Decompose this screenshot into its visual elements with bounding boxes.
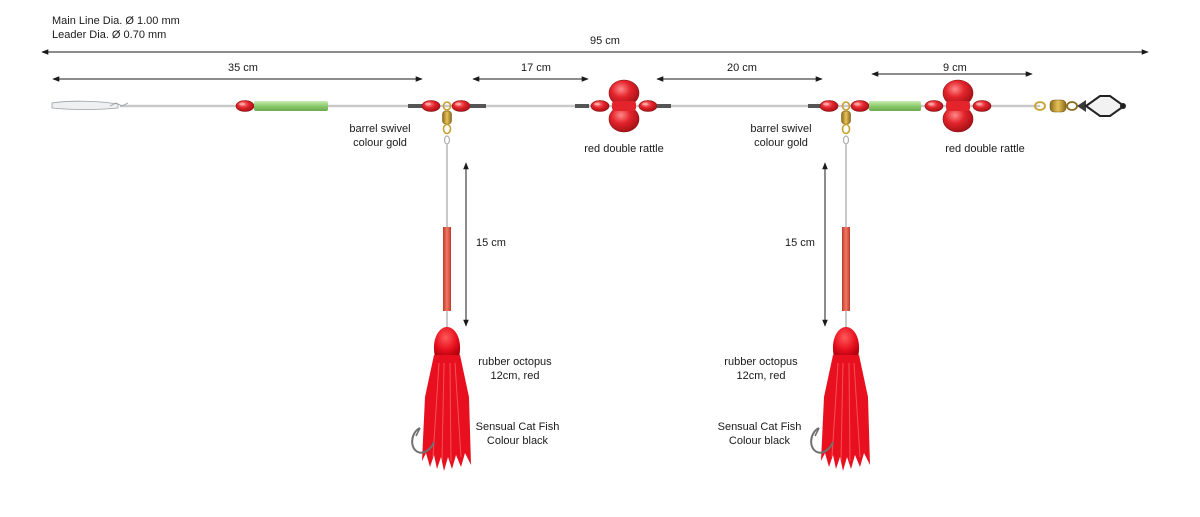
double-rattle-right — [925, 80, 991, 132]
hook-right-icon — [810, 427, 834, 454]
sleeve-1 — [408, 104, 424, 108]
bead-2 — [421, 100, 441, 112]
green-tube-left — [254, 101, 328, 111]
measure-9: 9 cm — [943, 62, 967, 74]
red-tube-right — [842, 227, 850, 311]
label-rattle-left: red double rattle — [584, 143, 664, 155]
snap-clip — [1084, 95, 1126, 117]
sleeve-5 — [808, 104, 822, 108]
green-tube-right — [869, 101, 921, 111]
red-tube-left — [443, 227, 451, 311]
needle-connector — [51, 100, 119, 110]
measure-35: 35 cm — [228, 62, 258, 74]
double-rattle-left — [591, 80, 657, 132]
bead-5 — [850, 100, 870, 112]
barrel-swivel-right — [840, 101, 852, 145]
bead-3 — [451, 100, 471, 112]
bead-1 — [235, 100, 255, 112]
bead-4 — [819, 100, 839, 112]
sleeve-3 — [575, 104, 589, 108]
terminal-swivel — [1049, 99, 1067, 113]
measure-20: 20 cm — [727, 62, 757, 74]
measure-total: 95 cm — [590, 35, 620, 47]
label-rattle-right: red double rattle — [945, 143, 1025, 155]
measure-drop-left: 15 cm — [476, 237, 506, 249]
hook-left-icon — [411, 427, 435, 454]
terminal-ring — [1034, 101, 1046, 111]
sleeve-2 — [470, 104, 486, 108]
measure-17: 17 cm — [521, 62, 551, 74]
sleeve-4 — [657, 104, 671, 108]
spec-leader: Leader Dia. Ø 0.70 mm — [52, 29, 167, 41]
measure-drop-right: 15 cm — [785, 237, 815, 249]
barrel-swivel-left — [441, 101, 453, 145]
spec-main-line: Main Line Dia. Ø 1.00 mm — [52, 15, 180, 27]
